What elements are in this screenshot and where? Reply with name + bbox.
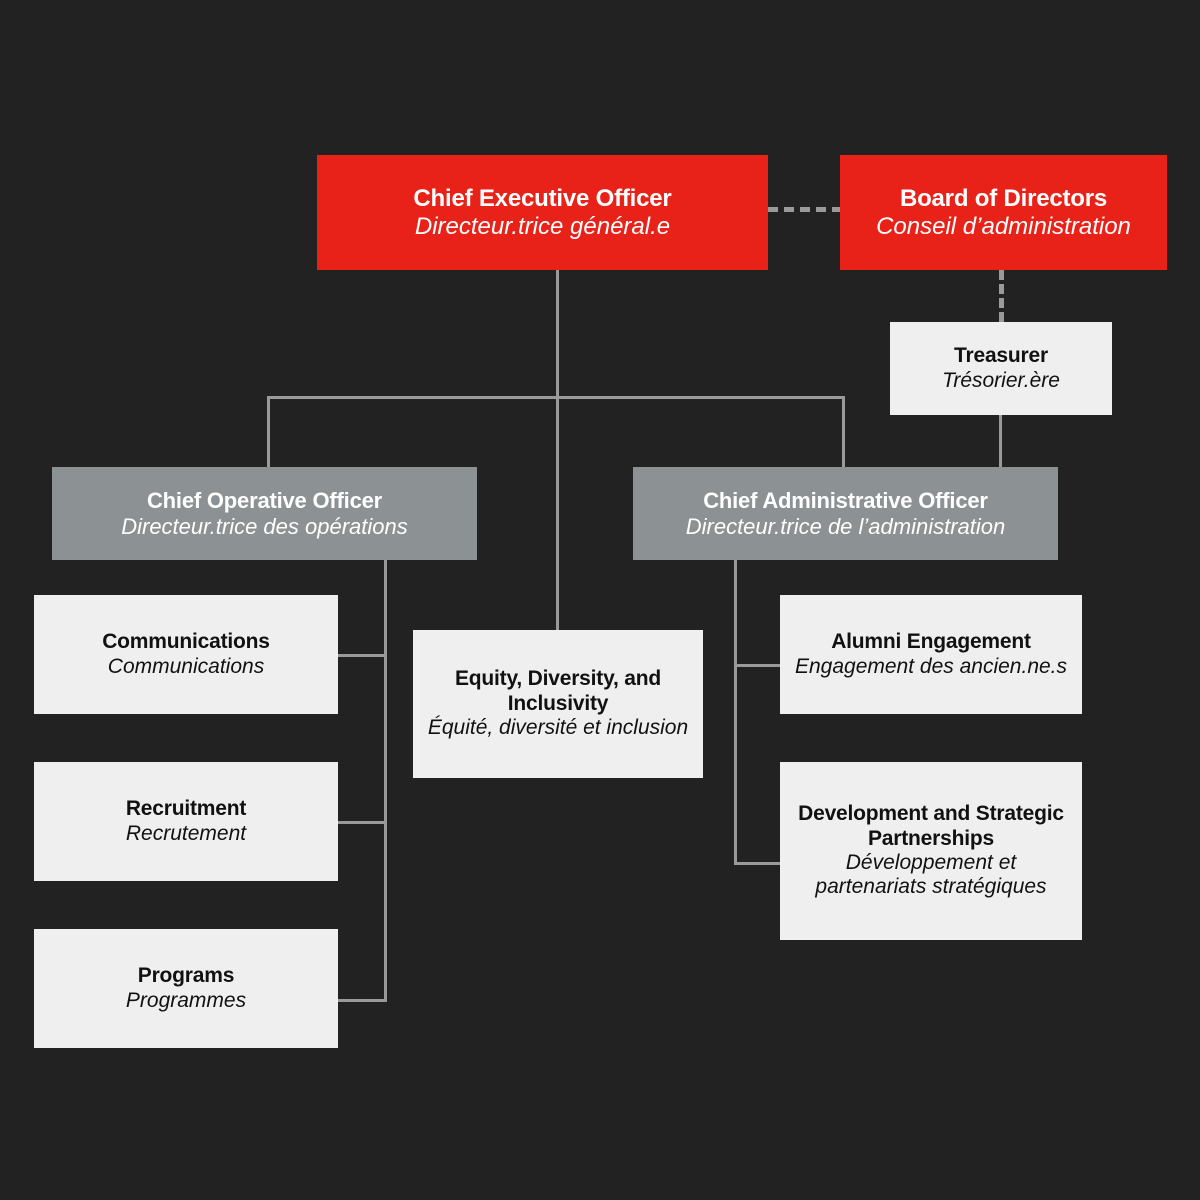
node-title: Recruitment bbox=[125, 797, 247, 821]
node-chief-executive-officer[interactable]: Chief Executive Officer Directeur.trice … bbox=[317, 155, 768, 270]
edge-board-treasurer bbox=[999, 270, 1004, 322]
node-title: Programs bbox=[137, 964, 235, 988]
edge-treasurer-cao bbox=[999, 415, 1002, 467]
node-title: Communications bbox=[102, 630, 270, 654]
edge-bus-to-cao bbox=[842, 396, 845, 467]
edge-cao-development bbox=[734, 862, 781, 865]
node-treasurer[interactable]: Treasurer Trésorier.ère bbox=[890, 322, 1112, 415]
node-subtitle: Directeur.trice de l’administration bbox=[685, 513, 1006, 539]
edge-ceo-stem bbox=[556, 270, 559, 630]
node-subtitle: Programmes bbox=[125, 988, 247, 1012]
node-subtitle: Engagement des ancien.ne.s bbox=[794, 654, 1068, 678]
node-title: Chief Operative Officer bbox=[146, 487, 383, 513]
node-subtitle: Directeur.trice général.e bbox=[414, 212, 671, 240]
edge-coo-trunk bbox=[384, 560, 387, 1002]
node-subtitle: Directeur.trice des opérations bbox=[121, 513, 408, 539]
node-title: Alumni Engagement bbox=[831, 630, 1031, 654]
edge-coo-communications bbox=[338, 654, 387, 657]
node-subtitle: Équité, diversité et inclusion bbox=[427, 716, 689, 740]
node-title: Equity, Diversity, and Inclusivity bbox=[454, 667, 662, 715]
edge-ceo-board bbox=[768, 207, 842, 212]
node-title: Chief Administrative Officer bbox=[703, 487, 988, 513]
node-recruitment[interactable]: Recruitment Recrutement bbox=[34, 762, 338, 881]
node-alumni-engagement[interactable]: Alumni Engagement Engagement des ancien.… bbox=[780, 595, 1082, 714]
edge-officer-bus bbox=[267, 396, 845, 399]
node-title: Development and Strategic Partnerships bbox=[798, 802, 1064, 850]
edge-cao-alumni bbox=[734, 664, 781, 667]
node-chief-administrative-officer[interactable]: Chief Administrative Officer Directeur.t… bbox=[633, 467, 1058, 560]
node-subtitle: Communications bbox=[107, 654, 265, 678]
node-title: Chief Executive Officer bbox=[413, 184, 672, 212]
edge-coo-recruitment bbox=[338, 821, 387, 824]
node-subtitle: Recrutement bbox=[125, 821, 247, 845]
node-chief-operative-officer[interactable]: Chief Operative Officer Directeur.trice … bbox=[52, 467, 477, 560]
edge-bus-to-coo bbox=[267, 396, 270, 467]
node-title: Board of Directors bbox=[899, 184, 1108, 212]
node-development-strategic-partnerships[interactable]: Development and Strategic Partnerships D… bbox=[780, 762, 1082, 940]
node-subtitle: Conseil d’administration bbox=[876, 212, 1131, 240]
node-communications[interactable]: Communications Communications bbox=[34, 595, 338, 714]
node-board-of-directors[interactable]: Board of Directors Conseil d’administrat… bbox=[840, 155, 1167, 270]
node-programs[interactable]: Programs Programmes bbox=[34, 929, 338, 1048]
edge-cao-trunk bbox=[734, 560, 737, 865]
node-subtitle: Trésorier.ère bbox=[942, 368, 1060, 392]
edge-coo-programs bbox=[338, 999, 387, 1002]
node-title: Treasurer bbox=[954, 344, 1048, 368]
node-equity-diversity-inclusivity[interactable]: Equity, Diversity, and Inclusivity Équit… bbox=[413, 630, 703, 778]
node-subtitle: Développement et partenariats stratégiqu… bbox=[815, 851, 1047, 899]
